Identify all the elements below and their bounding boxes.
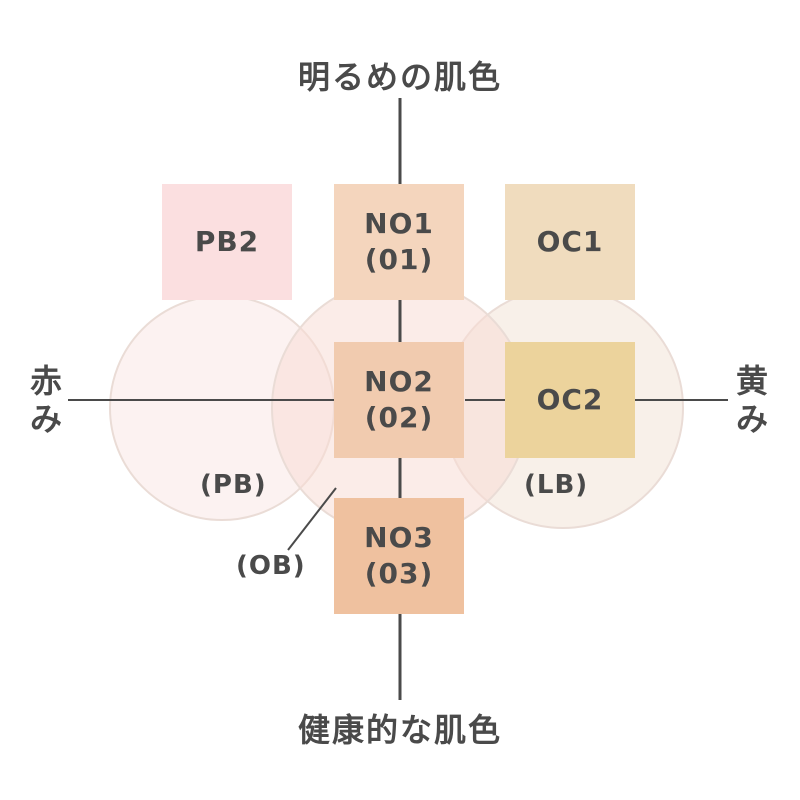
swatch-oc1: OC1 [505, 184, 635, 300]
swatch-name: PB2 [194, 225, 260, 258]
swatch-no3: NO3 (03) [334, 498, 464, 614]
swatch-code: (03) [364, 557, 434, 590]
swatch-name: NO3 [364, 521, 434, 554]
axis-right-label: 黄み [735, 362, 768, 438]
axis-top-label: 明るめの肌色 [297, 58, 502, 96]
swatch-no2: NO2 (02) [334, 342, 464, 458]
group-label-ob: (OB) [236, 551, 306, 581]
axis-bottom-label: 健康的な肌色 [297, 711, 502, 749]
group-label-pb: (PB) [200, 470, 267, 500]
swatch-name: NO1 [364, 207, 434, 240]
swatch-code: (02) [364, 401, 434, 434]
swatch-oc2: OC2 [505, 342, 635, 458]
ob-leader-line [287, 487, 337, 551]
swatch-name: NO2 [364, 365, 434, 398]
swatch-name: OC1 [536, 225, 604, 258]
axis-left-label: 赤み [29, 362, 62, 438]
swatch-code: (01) [364, 243, 434, 276]
swatch-pb2: PB2 [162, 184, 292, 300]
group-label-lb: (LB) [524, 470, 589, 500]
swatch-name: OC2 [536, 383, 604, 416]
swatch-no1: NO1 (01) [334, 184, 464, 300]
